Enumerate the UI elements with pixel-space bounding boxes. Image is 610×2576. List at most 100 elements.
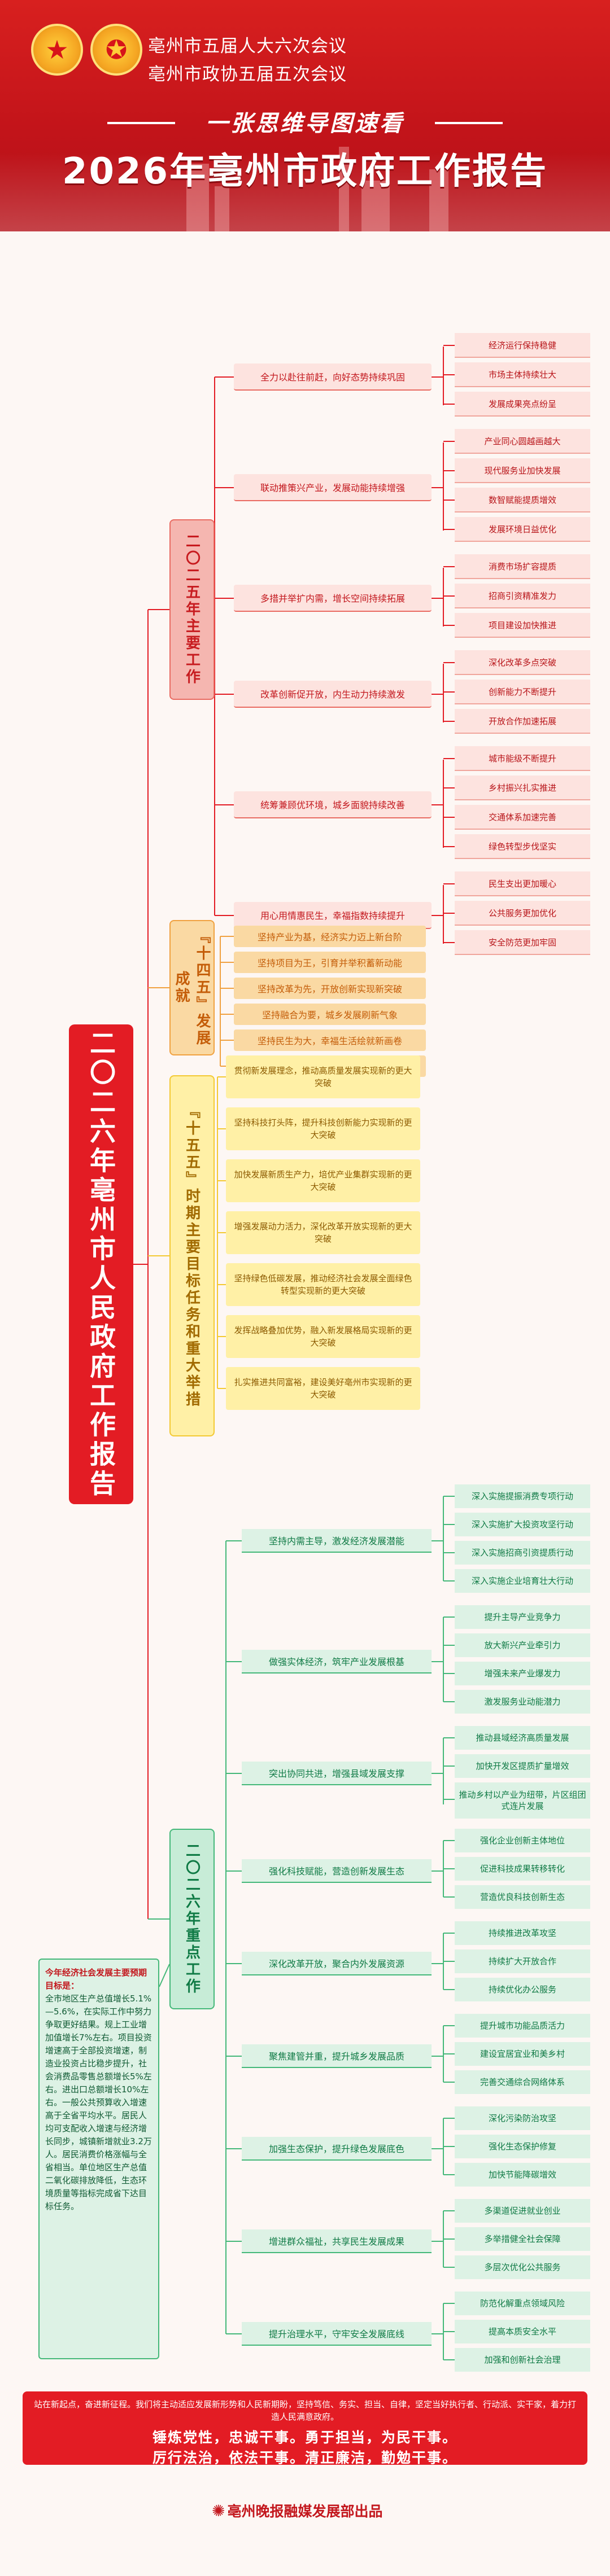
work2026-leaf: 激发服务业动能潜力 [455, 1690, 590, 1714]
page-subtitle: 一张思维导图速看 [206, 111, 404, 137]
work2025-leaf: 民生支出更加暖心 [455, 871, 590, 896]
skyline-building [361, 181, 390, 231]
meeting-line-1: 亳州市五届人大六次会议 [148, 36, 347, 56]
work2025-leaf: 发展环境日益优化 [455, 517, 590, 542]
work2025-leaf: 开放合作加速拓展 [455, 709, 590, 734]
work2026-leaf: 放大新兴产业牵引力 [455, 1633, 590, 1657]
work2026-leaf: 深入实施扩大投资攻坚行动 [455, 1513, 590, 1536]
work2026-leaf: 促进科技成果转移转化 [455, 1857, 590, 1881]
work2026-leaf: 提高本质安全水平 [455, 2320, 590, 2343]
category-15th-goals: 『十五五』时期主要目标任务和重大举措 [169, 1075, 215, 1436]
work2026-leaf: 多层次优化公共服务 [455, 2255, 590, 2279]
work2026-leaf: 提升主导产业竞争力 [455, 1605, 590, 1629]
work2026-leaf: 强化生态保护修复 [455, 2135, 590, 2158]
plan-goal-item: 发挥战略叠加优势，融入新发展格局实现新的更大突破 [226, 1315, 420, 1358]
work2025-leaf: 绿色转型步伐坚实 [455, 834, 590, 859]
brand-credit: 亳州晚报融媒发展部出品 [227, 2503, 383, 2520]
work2026-leaf: 营造优良科技创新生态 [455, 1885, 590, 1909]
national-emblem-icon: ★ [31, 24, 83, 76]
work2025-leaf: 市场主体持续壮大 [455, 362, 590, 387]
work2025-leaf: 乡村振兴扎实推进 [455, 776, 590, 800]
work2025-leaf: 现代服务业加快发展 [455, 458, 590, 483]
work2025-branch: 统筹兼顾优环境，城乡面貌持续改善 [234, 791, 432, 818]
closing-banner: 站在新起点，奋进新征程。我们将主动适应发展新形势和人民新期盼，坚持笃信、务实、担… [23, 2391, 587, 2466]
work2025-leaf: 产业同心圆越画越大 [455, 429, 590, 454]
root-node: 二〇二六年亳州市人民政府工作报告 [69, 1024, 133, 1504]
brand-logo-icon: ✺ [212, 2501, 225, 2520]
skyline-building [215, 186, 229, 231]
plan-goal-item: 贯彻新发展理念，推动高质量发展实现新的更大突破 [226, 1055, 420, 1098]
work2026-leaf: 持续扩大开放合作 [455, 1949, 590, 1973]
work2026-branch: 深化改革开放，聚合内外发展资源 [242, 1952, 432, 1975]
category-14th-achievements: 『十四五』发展成就 [169, 920, 215, 1055]
work2025-branch: 全力以赴往前赶，向好态势持续巩固 [234, 363, 432, 391]
work2025-leaf: 经济运行保持稳健 [455, 333, 590, 358]
work2026-leaf: 深入实施提振消费专项行动 [455, 1484, 590, 1508]
work2026-leaf: 增强未来产业爆发力 [455, 1662, 590, 1685]
work2026-leaf: 多渠道促进就业创业 [455, 2199, 590, 2223]
achievement-item: 坚持民生为大，幸福生活绘就新画卷 [234, 1029, 426, 1051]
work2026-leaf: 建设宜居宜业和美乡村 [455, 2042, 590, 2066]
achievement-item: 坚持改革为先，开放创新实现新突破 [234, 978, 426, 999]
work2025-branch: 多措并举扩内需，增长空间持续拓展 [234, 585, 432, 612]
work2025-leaf: 公共服务更加优化 [455, 901, 590, 926]
skyline-backdrop [0, 152, 610, 231]
closing-slogan-1: 锤炼党性，忠诚干事。勇于担当，为民干事。 [152, 2429, 457, 2446]
work2025-leaf: 安全防范更加牢固 [455, 930, 590, 955]
skyline-building [339, 147, 349, 231]
work2025-branch: 联动推策兴产业，发展动能持续增强 [234, 474, 432, 501]
closing-paragraph: 站在新起点，奋进新征程。我们将主动适应发展新形势和人民新期盼，坚持笃信、务实、担… [34, 2399, 577, 2422]
work2026-leaf: 深化污染防治攻坚 [455, 2106, 590, 2130]
work2026-leaf: 推动县域经济高质量发展 [455, 1726, 590, 1750]
plan-goal-item: 坚持科技打头阵，提升科技创新能力实现新的更大突破 [226, 1107, 420, 1150]
work2025-leaf: 项目建设加快推进 [455, 613, 590, 638]
work2025-leaf: 消费市场扩容提质 [455, 554, 590, 579]
work2026-leaf: 提升城市功能品质活力 [455, 2014, 590, 2038]
work2026-branch: 加强生态保护，提升绿色发展底色 [242, 2137, 432, 2161]
work2026-branch: 做强实体经济，筑牢产业发展根基 [242, 1650, 432, 1673]
work2025-leaf: 发展成果亮点纷呈 [455, 392, 590, 417]
skyline-building [186, 164, 209, 231]
subtitle-rule-right [435, 122, 503, 124]
plan-goal-item: 加快发展新质生产力，培优产业集群实现新的更大突破 [226, 1159, 420, 1202]
meeting-line-2: 亳州市政协五届五次会议 [148, 64, 347, 85]
work2026-branch: 突出协同共进，增强县域发展支撑 [242, 1762, 432, 1785]
work2026-leaf: 完善交通综合网络体系 [455, 2070, 590, 2094]
work2026-leaf: 防范化解重点领域风险 [455, 2292, 590, 2315]
header-banner: ★ ✪ 亳州市五届人大六次会议 亳州市政协五届五次会议 一张思维导图速看 202… [0, 0, 610, 231]
work2026-leaf: 强化企业创新主体地位 [455, 1829, 590, 1852]
subtitle-rule-left [107, 122, 175, 124]
work2026-leaf: 加快节能降碳增效 [455, 2163, 590, 2187]
work2026-leaf: 深入实施招商引资提质行动 [455, 1541, 590, 1565]
targets-text: 全市地区生产总值增长5.1%—5.6%，在实际工作中努力争取更好结果。规上工业增… [45, 1994, 152, 2211]
work2025-leaf: 深化改革多点突破 [455, 650, 590, 675]
work2025-leaf: 数智赋能提质增效 [455, 488, 590, 512]
skyline-building [429, 169, 448, 231]
closing-slogan-2: 厉行法治，依法干事。清正廉洁，勤勉干事。 [152, 2450, 457, 2466]
targets-title: 今年经济社会发展主要预期目标是： [45, 1968, 147, 1991]
work2026-branch: 聚焦建管并重，提升城乡发展品质 [242, 2044, 432, 2068]
annual-targets-box: 今年经济社会发展主要预期目标是： 全市地区生产总值增长5.1%—5.6%，在实际… [38, 1959, 159, 2359]
category-2025-work: 二〇二五年主要工作 [169, 519, 215, 700]
work2025-leaf: 交通体系加速完善 [455, 805, 590, 830]
work2025-leaf: 城市能级不断提升 [455, 746, 590, 771]
work2026-branch: 增进群众福祉，共享民生发展成果 [242, 2229, 432, 2253]
category-2026-work: 二〇二六年重点工作 [169, 1829, 215, 2009]
work2026-branch: 坚持内需主导，激发经济发展潜能 [242, 1529, 432, 1553]
work2026-leaf: 多举措健全社会保障 [455, 2227, 590, 2251]
page-title: 2026年亳州市政府工作报告 [62, 151, 548, 192]
achievement-item: 坚持融合为要，城乡发展刷新气象 [234, 1004, 426, 1025]
work2026-leaf: 加快开发区提质扩量增效 [455, 1754, 590, 1778]
plan-goal-item: 扎实推进共同富裕，建设美好亳州市实现新的更大突破 [226, 1367, 420, 1410]
achievement-item: 坚持项目为王，引育并举积蓄新动能 [234, 952, 426, 973]
work2025-branch: 改革创新促开放，内生动力持续激发 [234, 681, 432, 708]
work2026-leaf: 加强和创新社会治理 [455, 2348, 590, 2372]
cppcc-emblem-icon: ✪ [90, 24, 142, 76]
achievement-item: 坚持产业为基，经济实力迈上新台阶 [234, 926, 426, 947]
work2025-branch: 用心用情惠民生，幸福指数持续提升 [234, 902, 432, 929]
work2026-branch: 强化科技赋能，营造创新发展生态 [242, 1859, 432, 1883]
work2026-branch: 提升治理水平，守牢安全发展底线 [242, 2322, 432, 2346]
plan-goal-item: 增强发展动力活力，深化改革开放实现新的更大突破 [226, 1211, 420, 1254]
work2026-leaf: 深入实施企业培育壮大行动 [455, 1569, 590, 1593]
